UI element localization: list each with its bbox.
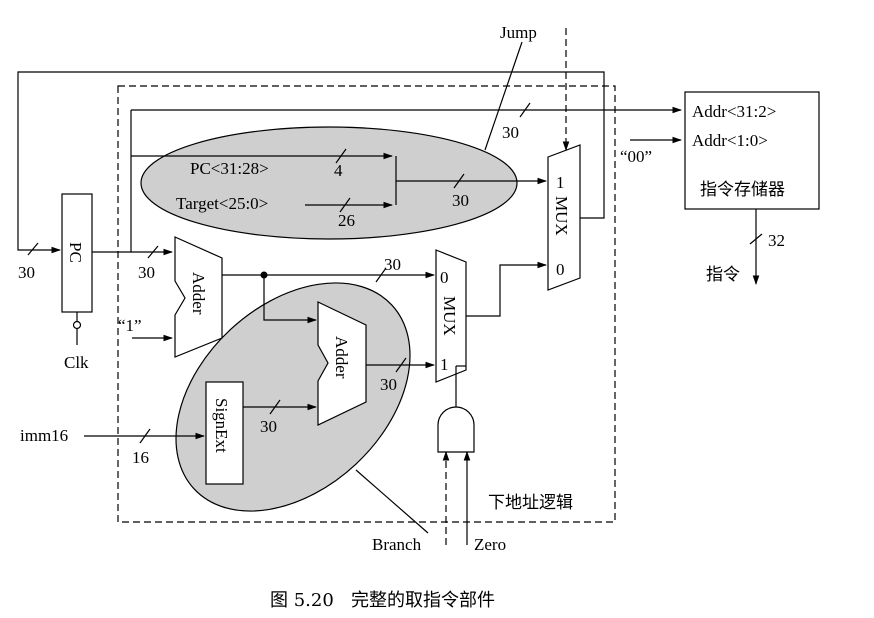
- figure-caption: 图 5.20 完整的取指令部件: [270, 590, 495, 611]
- width-pc-in: 30: [18, 263, 35, 282]
- clk-bubble: [72, 320, 82, 330]
- mux-2-input-0: 0: [556, 260, 565, 279]
- width-pc-out: 30: [138, 263, 155, 282]
- instruction-label: 指令: [706, 265, 740, 285]
- signext-block: [205, 381, 244, 485]
- adder-2: [317, 301, 367, 426]
- signext-label: SignExt: [212, 398, 231, 453]
- jump-label: Jump: [500, 23, 537, 42]
- pc-hi-field: PC<31:28>: [190, 159, 269, 178]
- zeros-label: “00”: [620, 147, 652, 166]
- jump-address-ellipse: [140, 126, 518, 240]
- pc-label: PC: [66, 242, 85, 263]
- mux-1-label: MUX: [440, 296, 459, 336]
- mux-1: [435, 249, 467, 383]
- width-signext: 30: [260, 417, 277, 436]
- adder-2-label: Adder: [332, 336, 351, 379]
- branch-label: Branch: [372, 535, 422, 554]
- one-label: “1”: [118, 316, 142, 335]
- width-16: 16: [132, 448, 149, 467]
- adder-1: [174, 236, 223, 358]
- memory-addr-hi-label: Addr<31:2>: [692, 102, 776, 121]
- and-gate: [437, 406, 475, 453]
- zero-label: Zero: [474, 535, 506, 554]
- width-32: 32: [768, 231, 785, 250]
- imm16-label: imm16: [20, 426, 68, 445]
- memory-addr-lo-label: Addr<1:0>: [692, 131, 768, 150]
- mux-2-input-1: 1: [556, 173, 565, 192]
- next-address-logic-label: 下地址逻辑: [488, 493, 573, 513]
- pc-feedback-wire: [17, 71, 605, 254]
- clk-label: Clk: [64, 353, 89, 372]
- mux-1-input-1: 1: [440, 355, 449, 374]
- width-top: 30: [502, 123, 519, 142]
- mux-2-label: MUX: [552, 196, 571, 236]
- width-concat: 30: [452, 191, 469, 210]
- adder-1-label: Adder: [189, 272, 208, 315]
- instruction-memory: [684, 91, 820, 210]
- memory-name-label: 指令存储器: [700, 180, 785, 200]
- target-field: Target<25:0>: [176, 194, 268, 213]
- width-26: 26: [338, 211, 355, 230]
- width-4: 4: [334, 161, 343, 180]
- mux-1-input-0: 0: [440, 268, 449, 287]
- next-address-logic-boundary: [117, 85, 616, 523]
- width-adder: 30: [384, 255, 401, 274]
- width-adder2: 30: [380, 375, 397, 394]
